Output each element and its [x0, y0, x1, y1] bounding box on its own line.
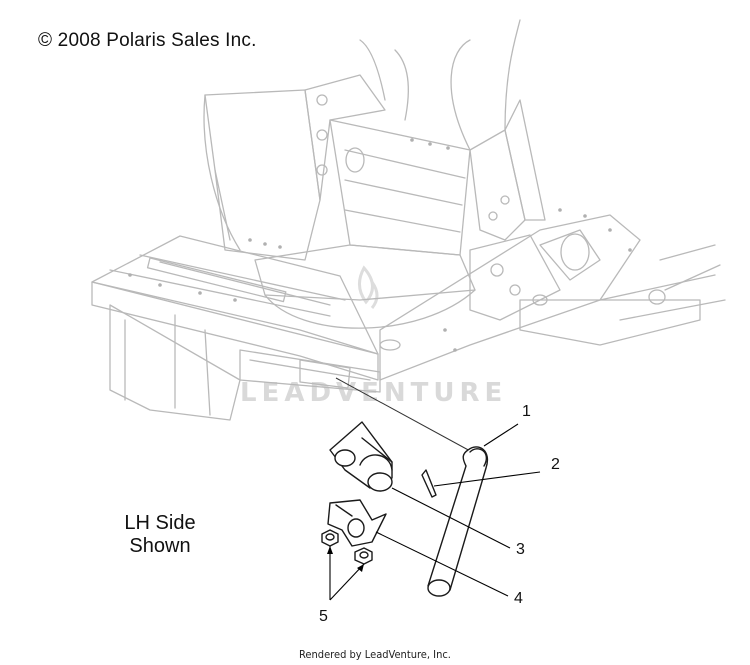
cable-tie-icon — [421, 469, 437, 498]
callout-1: 1 — [522, 403, 531, 420]
nut-icon — [354, 547, 373, 565]
callout-4: 4 — [514, 590, 523, 607]
callout-leaders — [327, 423, 541, 601]
caption-line-2: Shown — [129, 535, 191, 557]
callout-5: 5 — [319, 608, 328, 625]
chassis-frame-drawing — [91, 19, 726, 421]
caption-line-1: LH Side — [124, 512, 196, 534]
saddle-bracket-icon — [327, 499, 387, 547]
callout-3: 3 — [516, 541, 525, 558]
render-credit: Rendered by LeadVenture, Inc. — [299, 648, 451, 661]
assembly-guide-line — [335, 377, 473, 453]
callout-2: 2 — [551, 456, 560, 473]
clamp-bracket-icon — [329, 421, 393, 492]
view-caption: LH Side Shown — [107, 512, 213, 558]
copyright-text: © 2008 Polaris Sales Inc. — [38, 30, 257, 51]
watermark-text: LEADVENTURE — [240, 378, 507, 408]
tube-icon — [427, 446, 489, 597]
leadventure-watermark: LEADVENTURE — [240, 265, 507, 408]
nut-icon — [321, 529, 339, 547]
